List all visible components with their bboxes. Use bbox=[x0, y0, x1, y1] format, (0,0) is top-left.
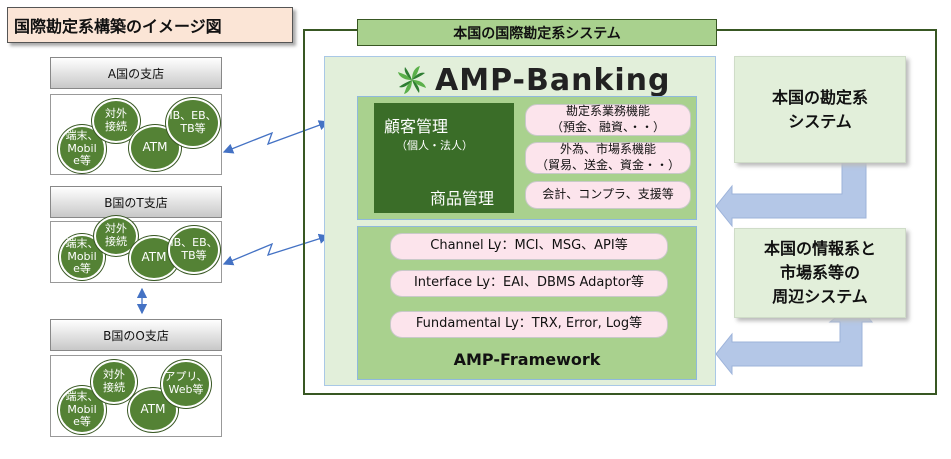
peripheral-systems-box: 本国の情報系と 市場系等の 周辺システム bbox=[734, 228, 906, 318]
interface-layer-pill: Interface Ly：EAI、DBMS Adaptor等 bbox=[390, 270, 668, 297]
branch-box-a: 端末、 Mobil e等 対外 接続 ATM IB、EB、 TB等 bbox=[50, 94, 222, 175]
channel-layer-pill: Channel Ly：MCI、MSG、API等 bbox=[390, 233, 668, 260]
framework-title: AMP-Framework bbox=[453, 350, 601, 369]
core-banking-system-box: 本国の勘定系 システム bbox=[734, 56, 906, 163]
terminal-circle: 端末、 Mobil e等 bbox=[58, 125, 106, 173]
external-connection-circle: 対外 接続 bbox=[94, 216, 138, 256]
branch-box-bt: 端末、 Mobil e等 対外 接続 ATM IB、EB、 TB等 bbox=[50, 216, 222, 283]
branch-header-bt: B国のT支店 bbox=[50, 186, 222, 218]
fundamental-layer-pill: Fundamental Ly：TRX, Error, Log等 bbox=[390, 311, 668, 338]
external-connection-circle: 対外 接続 bbox=[91, 360, 137, 404]
ib-eb-circle: IB、EB、 TB等 bbox=[166, 98, 220, 148]
accounting-function-pill: 会計、コンプラ、支援等 bbox=[525, 181, 691, 209]
app-web-circle: アプリ、 Web等 bbox=[161, 360, 211, 408]
ib-eb-circle: IB、EB、 TB等 bbox=[168, 226, 220, 274]
customer-mgmt-label: 顧客管理 bbox=[384, 117, 449, 136]
customer-mgmt-sub: （個人・法人） bbox=[396, 139, 473, 152]
branch-header-a: A国の支店 bbox=[50, 57, 222, 89]
core-banking-function-pill: 勘定系業務機能 （預金、融資、・・） bbox=[525, 104, 691, 136]
system-title: 本国の国際勘定系システム bbox=[357, 19, 717, 46]
amp-banking-name: AMP-Banking bbox=[435, 62, 671, 98]
branch-box-bo: 端末、 Mobil e等 対外 接続 ATM アプリ、 Web等 bbox=[50, 355, 222, 437]
amp-banking-logo: AMP-Banking bbox=[395, 60, 671, 100]
pinwheel-logo-icon bbox=[398, 66, 426, 94]
branch-header-bo: B国のO支店 bbox=[50, 319, 222, 351]
fx-market-function-pill: 外為、市場系機能 （貿易、送金、資金・・） bbox=[525, 142, 691, 174]
page-title: 国際勘定系構築のイメージ図 bbox=[7, 7, 293, 43]
product-mgmt-label: 商品管理 bbox=[430, 189, 495, 208]
customer-product-panel: 顧客管理 （個人・法人） 商品管理 bbox=[374, 103, 514, 213]
